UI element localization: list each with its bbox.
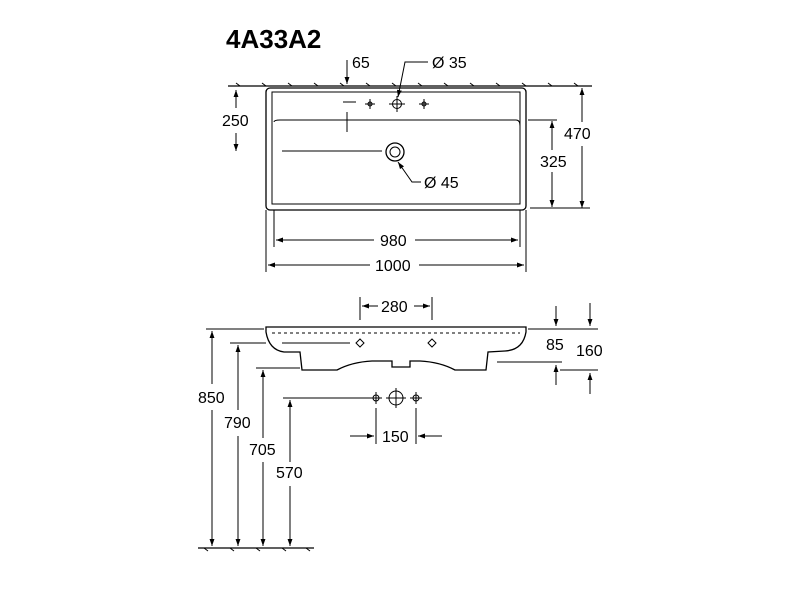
drain-icon — [385, 142, 405, 162]
side-tap-icons — [355, 338, 437, 348]
dim-250: 250 — [222, 113, 249, 130]
dim-325: 325 — [540, 154, 567, 171]
basin-rim — [271, 91, 521, 205]
front-tap-hole-icons — [370, 388, 422, 408]
dim-160: 160 — [576, 343, 603, 360]
wall-hatch — [235, 82, 579, 87]
bowl-edge — [273, 119, 521, 127]
dim-150: 150 — [382, 429, 409, 446]
side-view: 280 85 160 850 790 705 570 — [198, 297, 603, 552]
dim-dia45-leader — [397, 161, 421, 183]
dim-705: 705 — [249, 442, 276, 459]
dim-85: 85 — [546, 337, 564, 354]
dim-dia35-leader — [396, 61, 428, 98]
tap-hole-icons — [365, 96, 429, 112]
top-view: 65 Ø 35 250 470 325 Ø 45 980 1 — [222, 55, 592, 275]
floor-hatch — [203, 547, 311, 552]
dim-65: 65 — [352, 55, 370, 72]
dim-980: 980 — [380, 233, 407, 250]
dim-570: 570 — [276, 465, 303, 482]
basin-side-profile — [265, 326, 527, 371]
model-title: 4A33A2 — [226, 24, 321, 54]
dim-850: 850 — [198, 390, 225, 407]
dim-dia35: Ø 35 — [432, 55, 467, 72]
dim-dia45: Ø 45 — [424, 175, 459, 192]
basin-outline — [265, 87, 527, 211]
dim-470: 470 — [564, 126, 591, 143]
dim-280: 280 — [381, 299, 408, 316]
dim-1000: 1000 — [375, 258, 411, 275]
dim-790: 790 — [224, 415, 251, 432]
